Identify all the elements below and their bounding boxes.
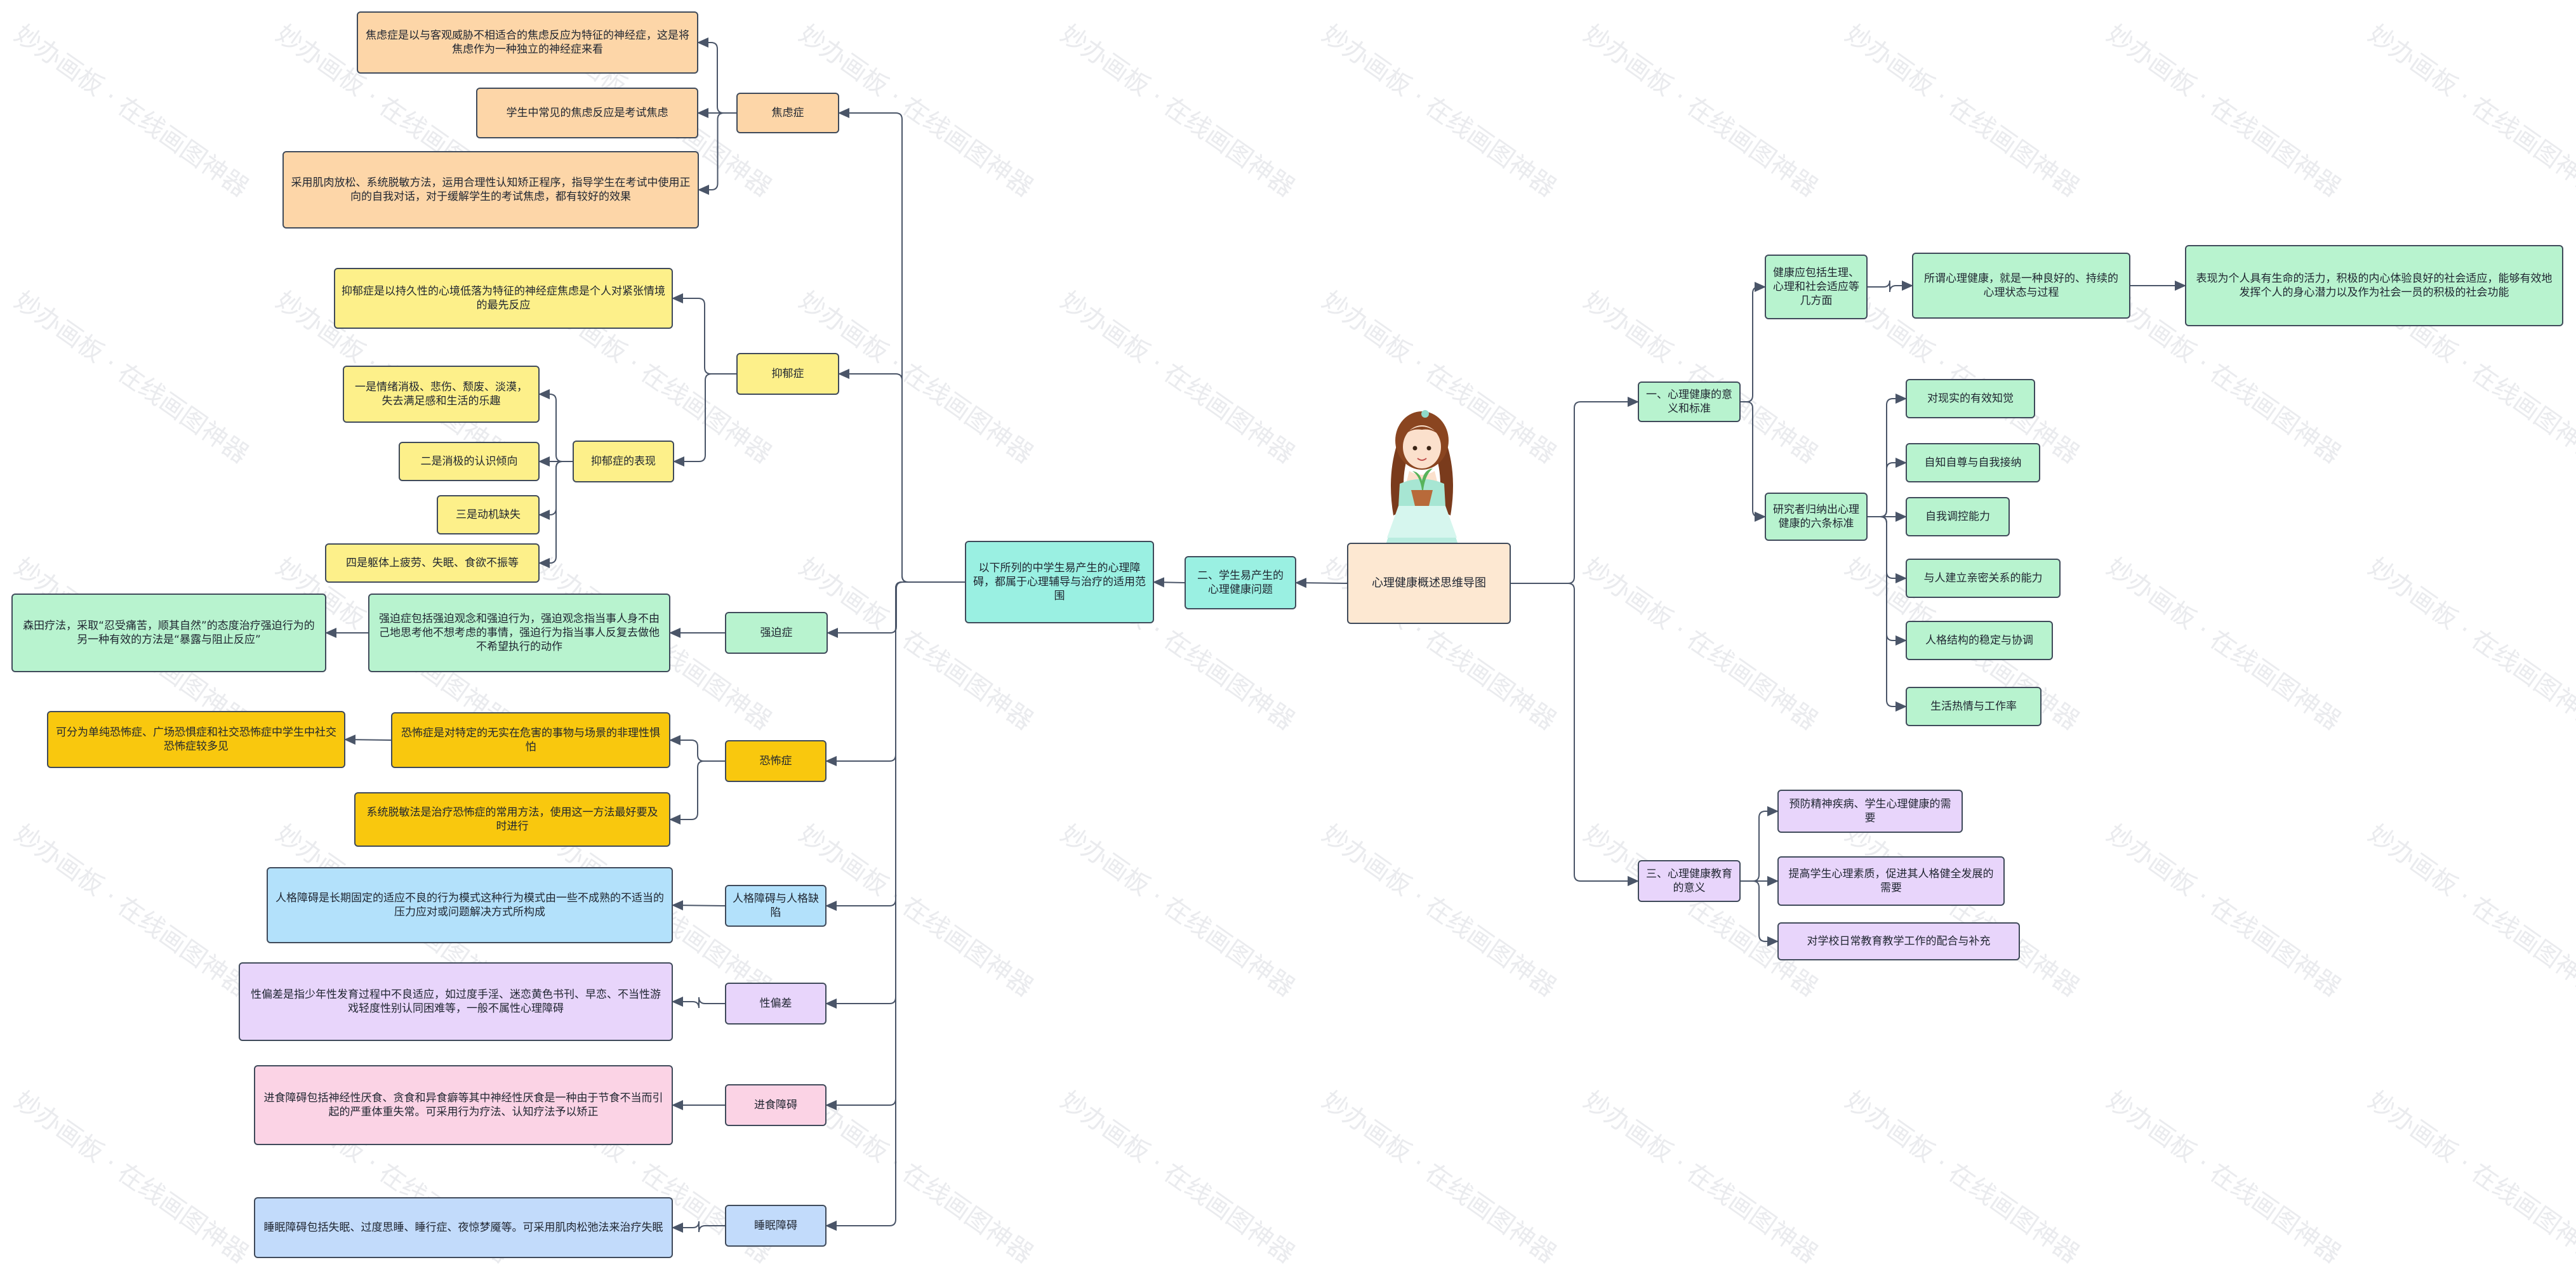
girl-with-plant-illustration [1381, 410, 1463, 560]
depression-symptom-item[interactable]: 一是情绪消极、悲伤、颓废、淡漠，失去满足感和生活的乐趣 [343, 366, 540, 423]
phobia-method[interactable]: 系统脱敏法是治疗恐怖症的常用方法，使用这一方法最好要及时进行 [354, 792, 670, 847]
node-phobia[interactable]: 恐怖症 [725, 740, 827, 782]
connector-line [669, 760, 725, 825]
significance-item[interactable]: 对学校日常教育教学工作的配合与补充 [1777, 922, 2020, 960]
connector-line [672, 293, 736, 375]
connector-line [697, 37, 736, 114]
branch-node-mental-health-definition[interactable]: 一、心理健康的意义和标准 [1638, 381, 1741, 422]
depression-description[interactable]: 抑郁症是以持久性的心境低落为特征的神经症焦虑是个人对紧张情境的最先反应 [334, 268, 673, 329]
depression-symptom-item[interactable]: 三是动机缺失 [437, 495, 540, 534]
anxiety-detail[interactable]: 学生中常见的焦虑反应是考试焦虑 [476, 88, 698, 138]
standard-item[interactable]: 对现实的有效知觉 [1906, 379, 2035, 418]
connector-line [698, 112, 736, 195]
node-six-standards[interactable]: 研究者归纳出心理健康的六条标准 [1765, 493, 1868, 541]
personality-description[interactable]: 人格障碍是长期固定的适应不良的行为模式这种行为模式由一些不成熟的不适当的压力应对… [267, 867, 673, 943]
significance-item[interactable]: 提高学生心理素质，促进其人格健全发展的需要 [1777, 856, 2005, 906]
connector-line [672, 1221, 725, 1233]
anxiety-detail[interactable]: 焦虑症是以与客观威胁不相适合的焦虑反应为特征的神经症，这是将焦虑作为一种独立的神… [357, 11, 698, 74]
node-eating-disorder[interactable]: 进食障碍 [725, 1084, 827, 1126]
standard-item[interactable]: 与人建立亲密关系的能力 [1906, 559, 2061, 598]
connector-line [1868, 516, 1907, 712]
connector-line [672, 997, 725, 1009]
anxiety-detail[interactable]: 采用肌肉放松、系统脱敏方法，运用合理性认知矫正程序，指导学生在考试中使用正向的自… [282, 151, 699, 229]
connector-line [1741, 806, 1779, 882]
node-ocd[interactable]: 强迫症 [725, 612, 828, 654]
node-sexual-deviation[interactable]: 性偏差 [725, 983, 827, 1025]
connector-line [673, 373, 736, 467]
node-mental-health-definition[interactable]: 所谓心理健康，就是一种良好的、持续的心理状态与过程 [1912, 253, 2130, 319]
standard-item[interactable]: 人格结构的稳定与协调 [1906, 621, 2053, 660]
connector-line [1741, 282, 1766, 402]
branch-node-education-significance[interactable]: 三、心理健康教育的意义 [1638, 860, 1741, 902]
connector-line [825, 581, 965, 1231]
sexual-deviation-description[interactable]: 性偏差是指少年性发育过程中不良适应，如过度手淫、迷恋黄色书刊、早恋、不当性游戏轻… [239, 962, 673, 1041]
node-sleep-disorder[interactable]: 睡眠障碍 [725, 1205, 827, 1247]
node-mental-health-manifestation[interactable]: 表现为个人具有生命的活力，积极的内心体验良好的社会适应，能够有效地发挥个人的身心… [2185, 245, 2563, 326]
ocd-description[interactable]: 强迫症包括强迫观念和强迫行为，强迫观念指当事人身不由己地思考他不想考虑的事情，强… [368, 594, 670, 672]
standard-item[interactable]: 自我调控能力 [1906, 497, 2010, 536]
node-scope[interactable]: 以下所列的中学生易产生的心理障碍，都属于心理辅导与治疗的适用范围 [965, 541, 1154, 623]
connector-line [538, 461, 573, 568]
standard-item[interactable]: 自知自尊与自我接纳 [1906, 443, 2040, 482]
connector-line [1868, 458, 1907, 517]
significance-item[interactable]: 预防精神疾病、学生心理健康的需要 [1777, 790, 1963, 833]
connector-line [669, 735, 725, 762]
connector-line [1741, 401, 1766, 522]
phobia-description[interactable]: 恐怖症是对特定的无实在危害的事物与场景的非理性惧怕 [391, 712, 670, 768]
phobia-types[interactable]: 可分为单纯恐怖症、广场恐惧症和社交恐怖症中学生中社交恐怖症较多见 [47, 711, 345, 768]
depression-symptoms[interactable]: 抑郁症的表现 [573, 441, 674, 482]
branch-node-student-problems[interactable]: 二、学生易产生的心理健康问题 [1185, 556, 1296, 609]
connector-line [1511, 583, 1639, 886]
eating-disorder-description[interactable]: 进食障碍包括神经性厌食、贪食和异食癖等其中神经性厌食是一种由于节食不当而引起的严… [254, 1065, 673, 1145]
ocd-therapy[interactable]: 森田疗法，采取“忍受痛苦，顺其自然”的态度治疗强迫行为的另一种有效的方法是“暴露… [11, 594, 326, 672]
depression-symptom-item[interactable]: 二是消极的认识倾向 [399, 442, 540, 481]
node-depression[interactable]: 抑郁症 [736, 353, 839, 395]
node-anxiety[interactable]: 焦虑症 [736, 93, 839, 133]
sleep-disorder-description[interactable]: 睡眠障碍包括失眠、过度思睡、睡行症、夜惊梦魇等。可采用肌肉松弛法来治疗失眠 [254, 1197, 673, 1258]
node-personality-disorder[interactable]: 人格障碍与人格缺陷 [725, 885, 827, 927]
connector-line [1741, 880, 1779, 946]
root-node[interactable]: 心理健康概述思维导图 [1347, 543, 1511, 624]
connector-line [1868, 280, 1913, 293]
standard-item[interactable]: 生活热情与工作率 [1906, 687, 2042, 726]
connector-line [538, 389, 573, 462]
depression-symptom-item[interactable]: 四是躯体上疲劳、失眠、食欲不振等 [325, 543, 540, 583]
connector-line [1153, 577, 1185, 588]
connector-line [1511, 397, 1639, 584]
connector-line [672, 900, 726, 911]
connector-line [838, 369, 965, 583]
node-health-aspects[interactable]: 健康应包括生理、心理和社会适应等几方面 [1765, 255, 1868, 319]
